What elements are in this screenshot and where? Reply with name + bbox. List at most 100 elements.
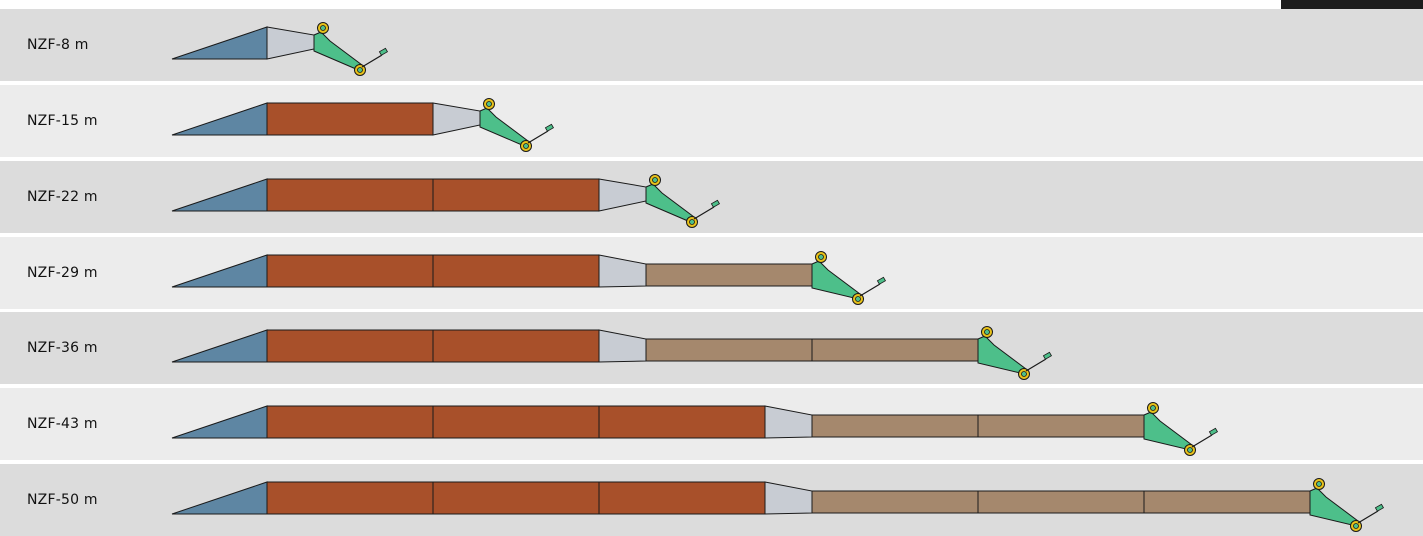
end-unit — [479, 98, 555, 152]
configuration-diagram — [171, 326, 1053, 380]
section-a-segment — [432, 405, 600, 439]
end-unit-arm — [1309, 487, 1359, 526]
transition-section — [764, 405, 813, 439]
configuration-label: NZF-15 m — [27, 113, 98, 129]
section-a-segment — [598, 405, 766, 439]
section-b-segment — [811, 490, 979, 514]
lower-reel-hub-icon — [523, 143, 529, 149]
section-b-segment — [645, 263, 813, 287]
tether-tip-icon — [710, 199, 721, 208]
tether-tip-icon — [876, 276, 887, 285]
section-a-segment — [266, 329, 434, 363]
tether-line — [1191, 434, 1213, 448]
section-b-segment — [811, 414, 979, 438]
transition-section — [598, 329, 647, 363]
configuration-diagram — [171, 478, 1385, 532]
configuration-label: NZF-8 m — [27, 37, 89, 53]
configuration-row: NZF-43 m — [0, 388, 1423, 460]
configuration-label: NZF-29 m — [27, 265, 98, 281]
configuration-label: NZF-50 m — [27, 492, 98, 508]
section-b-segment — [645, 338, 813, 362]
configuration-label: NZF-36 m — [27, 340, 98, 356]
tether-line — [1025, 358, 1047, 372]
section-a-segment — [432, 329, 600, 363]
section-a-segment — [266, 178, 434, 212]
section-b-segment — [977, 490, 1145, 514]
transition-section — [764, 481, 813, 515]
upper-reel-hub-icon — [1316, 481, 1322, 487]
configuration-row: NZF-50 m — [0, 464, 1423, 536]
configuration-diagram — [171, 174, 721, 228]
section-a-segment — [432, 254, 600, 288]
configuration-row: NZF-36 m — [0, 312, 1423, 384]
end-unit — [1309, 478, 1385, 532]
section-a-segment — [432, 481, 600, 515]
transition-section — [432, 102, 481, 136]
ramp-section — [171, 405, 268, 439]
end-unit — [645, 174, 721, 228]
section-a-segment — [266, 481, 434, 515]
ramp-section — [171, 26, 268, 60]
upper-reel-hub-icon — [984, 329, 990, 335]
tether-line — [859, 283, 881, 297]
tether-tip-icon — [378, 47, 389, 56]
end-unit-arm — [313, 31, 363, 70]
lower-reel-hub-icon — [1187, 447, 1193, 453]
lower-reel-hub-icon — [1353, 523, 1359, 529]
upper-reel-hub-icon — [320, 25, 326, 31]
lower-reel-hub-icon — [357, 67, 363, 73]
tether-line — [527, 130, 549, 144]
tether-tip-icon — [1374, 503, 1385, 512]
tether-line — [693, 206, 715, 220]
tether-tip-icon — [1208, 427, 1219, 436]
section-b-segment — [1143, 490, 1311, 514]
upper-reel-hub-icon — [652, 177, 658, 183]
tether-tip-icon — [1042, 351, 1053, 360]
ramp-section — [171, 254, 268, 288]
configuration-diagram — [171, 98, 555, 152]
end-unit-arm — [645, 183, 695, 222]
section-b-segment — [977, 414, 1145, 438]
upper-reel-hub-icon — [486, 101, 492, 107]
configuration-list: NZF-8 m NZF-15 m NZF-22 m NZF-29 m NZF-36 m N… — [0, 9, 1423, 536]
configuration-row: NZF-22 m — [0, 161, 1423, 233]
ramp-section — [171, 481, 268, 515]
ramp-section — [171, 329, 268, 363]
ramp-section — [171, 178, 268, 212]
end-unit-arm — [811, 260, 861, 299]
configuration-row: NZF-15 m — [0, 85, 1423, 157]
lower-reel-hub-icon — [1021, 371, 1027, 377]
section-a-segment — [598, 481, 766, 515]
lower-reel-hub-icon — [689, 219, 695, 225]
configuration-row: NZF-29 m — [0, 237, 1423, 309]
tether-line — [1357, 510, 1379, 524]
configuration-diagram — [171, 22, 389, 76]
section-a-segment — [432, 178, 600, 212]
upper-reel-hub-icon — [1150, 405, 1156, 411]
ramp-section — [171, 102, 268, 136]
end-unit — [811, 251, 887, 305]
configuration-diagram — [171, 402, 1219, 456]
lower-reel-hub-icon — [855, 296, 861, 302]
section-a-segment — [266, 254, 434, 288]
end-unit — [977, 326, 1053, 380]
corner-tab — [1281, 0, 1423, 9]
section-a-segment — [266, 405, 434, 439]
end-unit-arm — [977, 335, 1027, 374]
upper-reel-hub-icon — [818, 254, 824, 260]
end-unit-arm — [1143, 411, 1193, 450]
tether-line — [361, 54, 383, 68]
configuration-label: NZF-22 m — [27, 189, 98, 205]
configuration-diagram — [171, 251, 887, 305]
transition-section — [598, 178, 647, 212]
section-b-segment — [811, 338, 979, 362]
configuration-label: NZF-43 m — [27, 416, 98, 432]
tether-tip-icon — [544, 123, 555, 132]
transition-section — [266, 26, 315, 60]
end-unit — [313, 22, 389, 76]
transition-section — [598, 254, 647, 288]
section-a-segment — [266, 102, 434, 136]
configuration-row: NZF-8 m — [0, 9, 1423, 81]
end-unit — [1143, 402, 1219, 456]
end-unit-arm — [479, 107, 529, 146]
